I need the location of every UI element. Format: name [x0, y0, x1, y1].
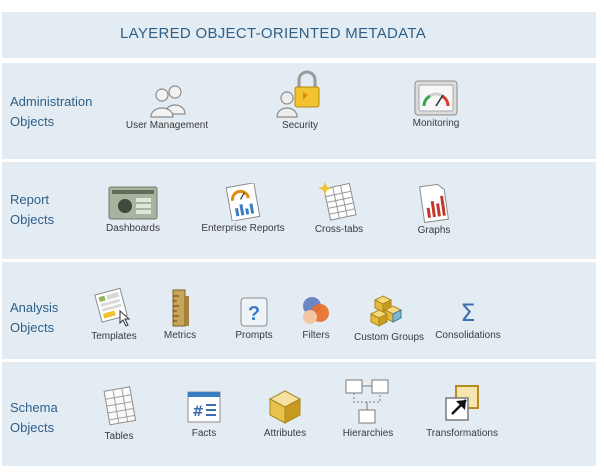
- svg-text:?: ?: [248, 303, 260, 325]
- row-label-schema: Schema Objects: [10, 400, 58, 435]
- question-icon: ?: [240, 297, 268, 327]
- svg-text:#: #: [192, 404, 204, 420]
- item-filters: Filters: [266, 290, 366, 341]
- item-hierarchies: Hierarchies: [318, 378, 418, 439]
- item-label: Metrics: [163, 330, 197, 341]
- report-icon: [225, 183, 261, 221]
- item-label: Custom Groups: [353, 332, 425, 343]
- item-label: Hierarchies: [342, 428, 394, 439]
- item-label: Consolidations: [435, 330, 501, 341]
- row-label-report: Report Objects: [10, 192, 55, 227]
- item-dashboards: Dashboards: [83, 185, 183, 234]
- item-label: Security: [281, 120, 319, 131]
- users-icon: [150, 85, 186, 118]
- item-templates: Templates: [64, 285, 164, 342]
- crosstab-icon: [318, 182, 357, 221]
- cubes-icon: [369, 295, 403, 327]
- hash-icon: #: [187, 391, 221, 423]
- item-label: Dashboards: [106, 223, 160, 234]
- item-custom-groups: Custom Groups: [339, 290, 439, 343]
- gauge-icon: [414, 80, 458, 116]
- item-graphs: Graphs: [384, 183, 484, 236]
- item-security: Security: [250, 70, 350, 131]
- row-analysis: [2, 259, 596, 362]
- item-facts: # Facts: [154, 390, 254, 439]
- item-enterprise-reports: Enterprise Reports: [193, 183, 293, 234]
- item-metrics: Metrics: [130, 288, 230, 341]
- item-prompts: ? Prompts: [204, 296, 304, 341]
- item-label: Tables: [104, 431, 134, 442]
- item-label: Transformations: [426, 428, 498, 439]
- table-icon: [103, 386, 137, 426]
- title-banner: LAYERED OBJECT-ORIENTED METADATA: [2, 12, 596, 60]
- transform-icon: [445, 385, 479, 421]
- item-label: Graphs: [417, 225, 451, 236]
- item-label: Templates: [91, 331, 137, 342]
- row-report: [2, 159, 596, 262]
- item-label: Enterprise Reports: [201, 223, 285, 234]
- item-transformations: Transformations: [412, 384, 512, 439]
- dashboard-icon: [108, 186, 158, 220]
- item-label: Prompts: [235, 330, 273, 341]
- bar-graph-icon: [419, 183, 449, 223]
- item-label: Filters: [302, 330, 330, 341]
- cube-icon: [268, 390, 302, 424]
- sigma-icon: Σ: [460, 299, 475, 327]
- item-consolidations: Σ Consolidations: [418, 296, 518, 341]
- item-label: User Management: [125, 120, 209, 131]
- row-label-analysis: Analysis Objects: [10, 300, 59, 335]
- item-cross-tabs: Cross-tabs: [289, 180, 389, 235]
- item-label: Attributes: [263, 428, 307, 439]
- row-label-administration: Administration Objects: [10, 94, 93, 129]
- item-label: Cross-tabs: [314, 224, 364, 235]
- ruler-icon: [172, 289, 189, 327]
- diagram-title: LAYERED OBJECT-ORIENTED METADATA: [120, 25, 427, 42]
- item-label: Monitoring: [412, 118, 460, 129]
- template-icon: [94, 287, 131, 327]
- svg-text:Σ: Σ: [460, 299, 475, 327]
- item-monitoring: Monitoring: [386, 80, 486, 129]
- filter-icon: [303, 297, 329, 324]
- item-attributes: Attributes: [235, 388, 335, 439]
- lock-user-icon: [276, 70, 320, 118]
- item-user-management: User Management: [117, 82, 217, 131]
- item-tables: Tables: [69, 385, 169, 442]
- item-label: Facts: [191, 428, 217, 439]
- hierarchy-icon: [345, 379, 389, 424]
